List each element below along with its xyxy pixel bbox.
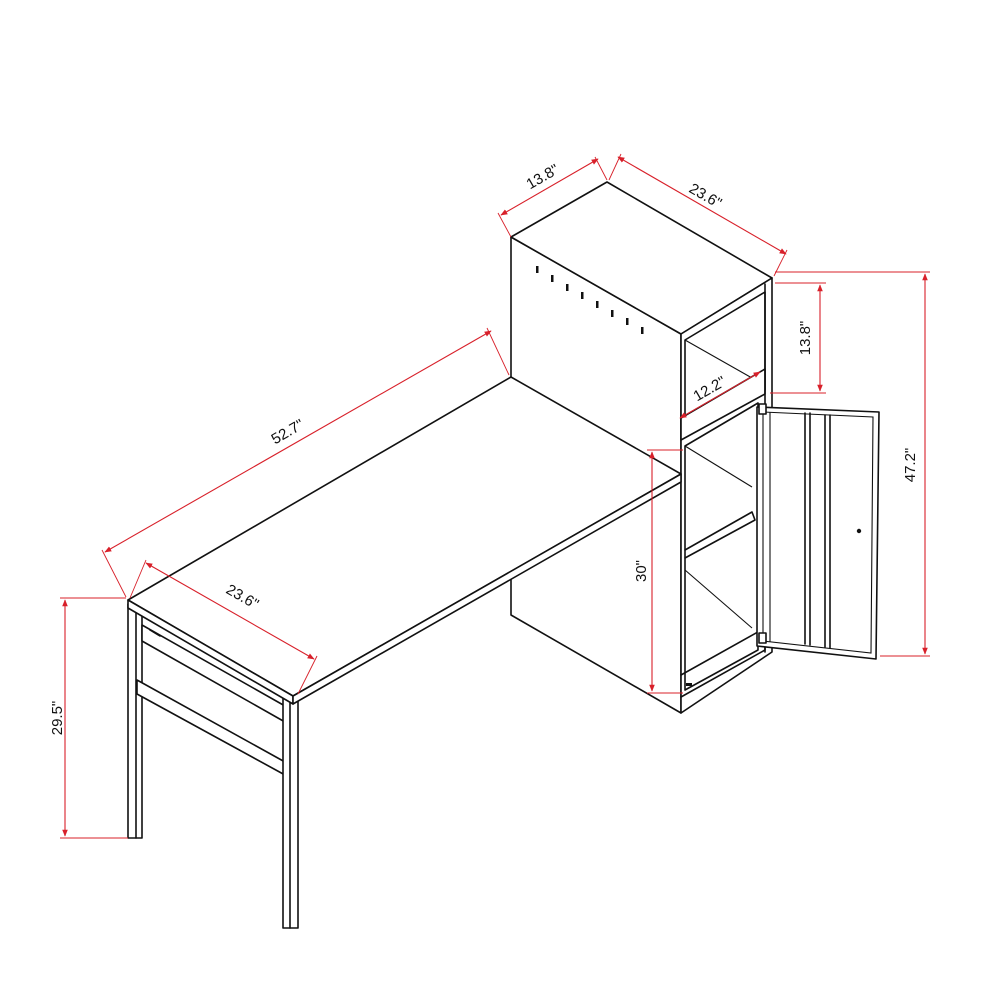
label-hutch-depth: 13.8" — [524, 161, 562, 193]
inner-shelf — [684, 511, 756, 559]
label-upper-opening: 13.8" — [797, 321, 814, 356]
label-lower-opening: 30" — [633, 560, 650, 582]
door-lock-icon — [856, 528, 862, 534]
lower-compartment-opening — [684, 402, 759, 691]
desk-leg-back-left — [127, 603, 143, 839]
desk-top-side-edge — [292, 473, 682, 705]
dimension-lines — [60, 153, 930, 839]
door-hinge-bottom — [758, 632, 767, 644]
vent-slots — [536, 266, 644, 334]
label-desk-height: 29.5" — [49, 701, 66, 736]
label-cabinet-height: 47.2" — [902, 448, 919, 483]
label-desk-length: 52.7" — [269, 416, 307, 448]
door-hinge-top — [758, 403, 767, 415]
cabinet-door[interactable] — [756, 403, 880, 660]
dim-desk-depth-line — [145, 562, 315, 660]
door-outer-frame — [756, 406, 880, 660]
dim-desk-length-line — [104, 330, 492, 553]
dim-hutch-depth-line — [500, 158, 599, 216]
dim-shelf-depth-line — [679, 371, 761, 419]
dim-hutch-width-line — [617, 156, 787, 255]
